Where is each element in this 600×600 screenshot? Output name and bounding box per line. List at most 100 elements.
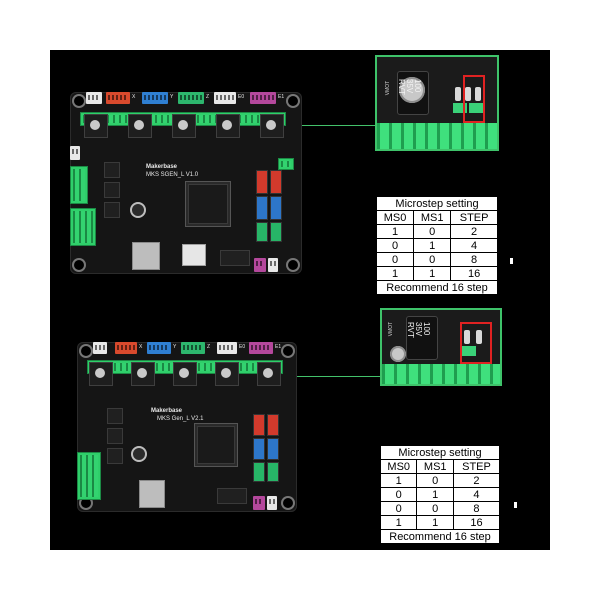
- driver-jumper-block: [270, 170, 282, 194]
- driver-zoom-inset: 100 35V RVT VMOT: [380, 308, 502, 386]
- stepper-driver: [172, 114, 196, 138]
- exp-header: [220, 250, 250, 266]
- mosfet: [104, 182, 120, 198]
- vmot-silkscreen: VMOT: [385, 80, 392, 96]
- stepper-driver: [173, 362, 197, 386]
- zoom-link-line: [297, 376, 381, 377]
- table-title: Microstep setting: [380, 445, 500, 460]
- table-cell: 0: [416, 501, 454, 516]
- y-motor-connector: [147, 342, 171, 354]
- power-terminal: [70, 166, 88, 204]
- table-header: MS0: [379, 459, 418, 474]
- stepper-driver: [260, 114, 284, 138]
- capacitor: [390, 346, 406, 362]
- silk-y: Y: [170, 94, 174, 100]
- silk-z: Z: [206, 94, 210, 100]
- silk-x: X: [139, 344, 143, 350]
- table-title: Microstep setting: [376, 196, 498, 211]
- z-motor-connector: [178, 92, 204, 104]
- silk-e0: E0: [239, 344, 246, 350]
- power-connector: [86, 92, 102, 104]
- inductor-marking: 100 35V RVT: [397, 79, 422, 95]
- stepper-driver: [128, 114, 152, 138]
- mount-hole: [283, 498, 293, 508]
- bottom-connector: [267, 496, 277, 510]
- capacitor: [130, 202, 146, 218]
- usb-port: [132, 242, 160, 270]
- header-pin: [475, 87, 481, 101]
- stepper-driver: [89, 362, 113, 386]
- table-cell: 1: [379, 473, 418, 488]
- jumper-highlight-box: [460, 322, 492, 364]
- usb-port: [139, 480, 165, 508]
- model-silkscreen: MKS SGEN_L V1.0: [146, 172, 199, 178]
- power-terminal: [77, 452, 101, 500]
- silk-z: Z: [207, 344, 211, 350]
- driver-jumper-block: [267, 462, 279, 482]
- inductor-marking: 100 35V RVT: [406, 322, 431, 338]
- mount-hole: [288, 96, 298, 106]
- table-cell: 16: [452, 515, 501, 530]
- mount-hole: [74, 260, 84, 270]
- driver-zoom-inset: 100 35V RVT VMOT: [375, 55, 499, 151]
- table-cell: 0: [379, 487, 418, 502]
- bottom-connector: [253, 496, 265, 510]
- table-footer: Recommend 16 step: [376, 280, 498, 295]
- z-motor-connector: [181, 342, 205, 354]
- jumper-highlight-box: [463, 75, 485, 123]
- inductor: [406, 316, 438, 360]
- table-cell: 4: [450, 238, 498, 253]
- table-header: MS0: [375, 210, 415, 225]
- stepper-driver: [216, 114, 240, 138]
- stepper-driver: [84, 114, 108, 138]
- mount-hole: [74, 96, 84, 106]
- e0-motor-connector: [217, 342, 237, 354]
- table-header: MS1: [416, 459, 454, 474]
- stepper-driver: [257, 362, 281, 386]
- table-cell: 0: [375, 238, 415, 253]
- heater-terminal: [70, 208, 96, 246]
- driver-jumper-block: [270, 222, 282, 242]
- stray-mark: [514, 502, 517, 508]
- table-cell: 16: [450, 266, 498, 281]
- endstop-header: [278, 158, 294, 170]
- mcu-chip: [188, 184, 228, 224]
- table-cell: 4: [452, 487, 501, 502]
- header-pin: [464, 330, 470, 344]
- table-cell: 8: [450, 252, 498, 267]
- driver-pin-strip: [377, 123, 497, 149]
- mcu-chip: [197, 426, 235, 464]
- mosfet: [107, 448, 123, 464]
- table-cell: 1: [379, 515, 418, 530]
- brand-silkscreen: Makerbase: [151, 408, 183, 414]
- bottom-connector: [268, 258, 278, 272]
- header-pin: [465, 87, 471, 101]
- table-cell: 2: [450, 224, 498, 239]
- table-header: MS1: [413, 210, 452, 225]
- e1-motor-connector: [250, 92, 276, 104]
- driver-jumper-block: [270, 196, 282, 220]
- mount-hole: [283, 346, 293, 356]
- driver-jumper-block: [267, 438, 279, 460]
- table-header: STEP: [452, 459, 501, 474]
- mount-hole: [81, 346, 91, 356]
- power-connector: [93, 342, 107, 354]
- stray-mark: [510, 258, 513, 264]
- driver-jumper-block: [267, 414, 279, 436]
- driver-jumper-block: [253, 438, 265, 460]
- driver-jumper-block: [256, 170, 268, 194]
- table-cell: 0: [416, 473, 454, 488]
- silk-e0: E0: [238, 94, 245, 100]
- driver-pin-strip: [382, 364, 500, 384]
- mosfet: [107, 428, 123, 444]
- pin-pad: [469, 103, 483, 113]
- x-motor-connector: [106, 92, 130, 104]
- mosfet: [107, 408, 123, 424]
- table-cell: 0: [375, 252, 415, 267]
- stepper-driver: [131, 362, 155, 386]
- silk-e1: E1: [278, 94, 285, 100]
- brand-silkscreen: Makerbase: [146, 164, 178, 170]
- silk-e1: E1: [275, 344, 282, 350]
